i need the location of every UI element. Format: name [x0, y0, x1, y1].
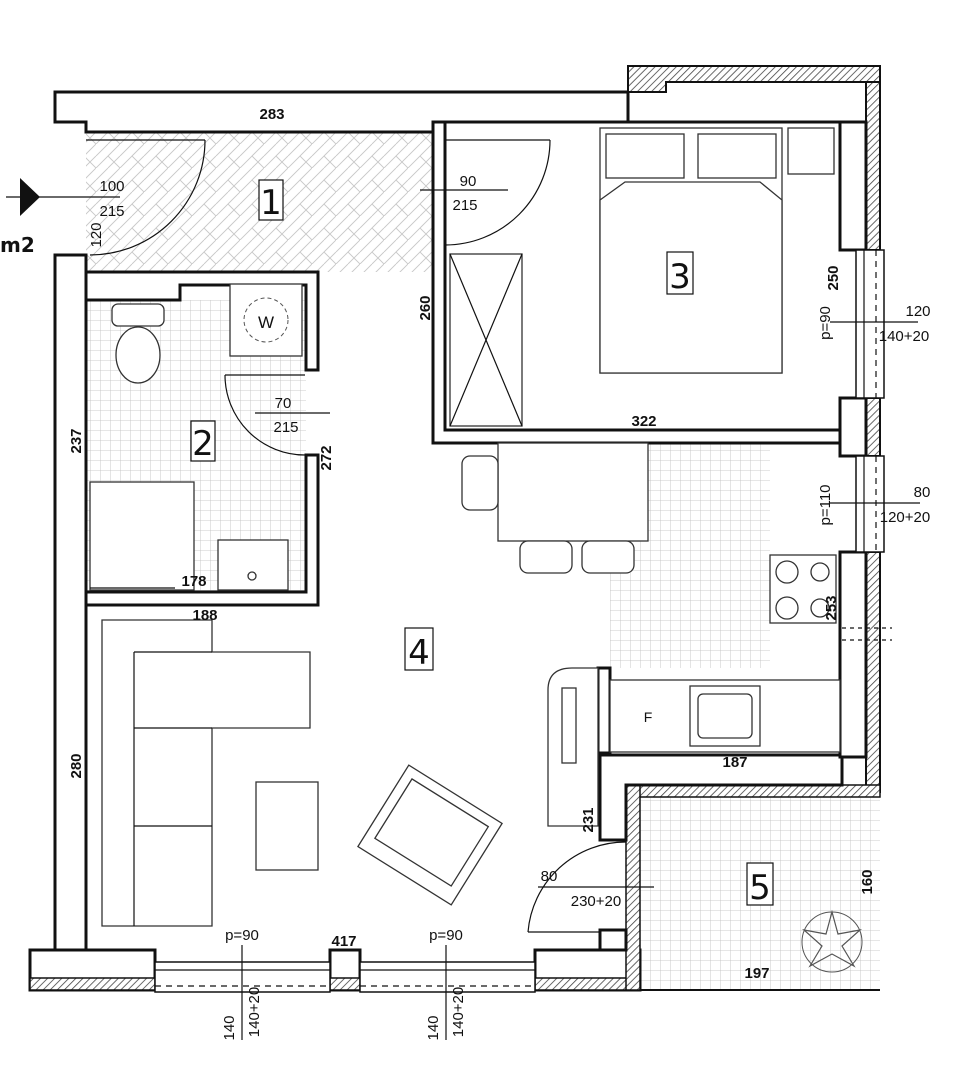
dim-kitchen-width: 187	[722, 754, 747, 771]
room-5-label: 5	[749, 868, 771, 908]
dim-bath-width: 178	[181, 573, 206, 590]
room-3-label: 3	[669, 257, 691, 297]
dim-bed-width: 322	[631, 413, 656, 430]
dim-kitchen-window-w: 80	[914, 484, 931, 501]
dim-living-left: 188	[192, 607, 217, 624]
windows	[154, 249, 892, 993]
dimension-labels: 283 100 215 120 90 215 260 250 322 p=90 …	[68, 106, 931, 1041]
dim-bath-height: 237	[68, 428, 85, 453]
plant-icon	[801, 909, 863, 973]
dim-bed-door-h: 215	[452, 197, 477, 214]
doors	[86, 139, 627, 933]
dim-win2-w: 140	[425, 1015, 442, 1040]
dim-bed-door-w: 90	[460, 173, 477, 190]
room-1-label: 1	[260, 183, 282, 223]
dim-balcony-door-h: 230+20	[571, 893, 621, 910]
entry-arrow-icon	[6, 178, 120, 216]
dim-balcony-door-w: 80	[541, 868, 558, 885]
room-2-label: 2	[192, 424, 214, 464]
dim-win2-p: p=90	[429, 927, 463, 944]
dim-balcony-height: 160	[859, 869, 876, 894]
room-labels: 1 2 3 4 5	[190, 179, 774, 908]
entrance-label: m2	[0, 233, 35, 257]
washing-machine-icon: W	[258, 313, 274, 332]
dim-win1-w: 140	[221, 1015, 238, 1040]
dim-bath-door-h: 215	[273, 419, 298, 436]
dim-hall-width: 283	[259, 106, 284, 123]
dim-bed-window-h: 140+20	[879, 328, 929, 345]
dim-bed-depth: 260	[417, 295, 434, 320]
dim-bed-window-p: p=90	[817, 306, 834, 340]
svg-text:F: F	[644, 709, 653, 725]
dim-kitchen-window-h: 120+20	[880, 509, 930, 526]
dim-win1-h: 140+20	[246, 987, 263, 1037]
dim-entry-door-h: 215	[99, 203, 124, 220]
dim-balcony-width: 197	[744, 965, 769, 982]
furniture: W F	[89, 127, 863, 973]
dim-bath-side: 272	[318, 445, 335, 470]
walls	[28, 65, 881, 992]
dim-win1-p: p=90	[225, 927, 259, 944]
dim-kitchen-side: 253	[823, 595, 840, 620]
dim-hall-depth: 120	[88, 222, 105, 247]
dim-win2-h: 140+20	[450, 987, 467, 1037]
dim-bed-window-w: 120	[905, 303, 930, 320]
dim-balcony-side: 231	[580, 807, 597, 832]
dim-kitchen-window-p: p=110	[817, 484, 834, 525]
dim-living-height: 280	[68, 753, 85, 778]
dim-bath-door-w: 70	[275, 395, 292, 412]
dim-entry-door-w: 100	[99, 178, 124, 195]
dim-living-width: 417	[331, 933, 356, 950]
room-4-label: 4	[408, 633, 430, 673]
dim-bed-side: 250	[825, 265, 842, 290]
